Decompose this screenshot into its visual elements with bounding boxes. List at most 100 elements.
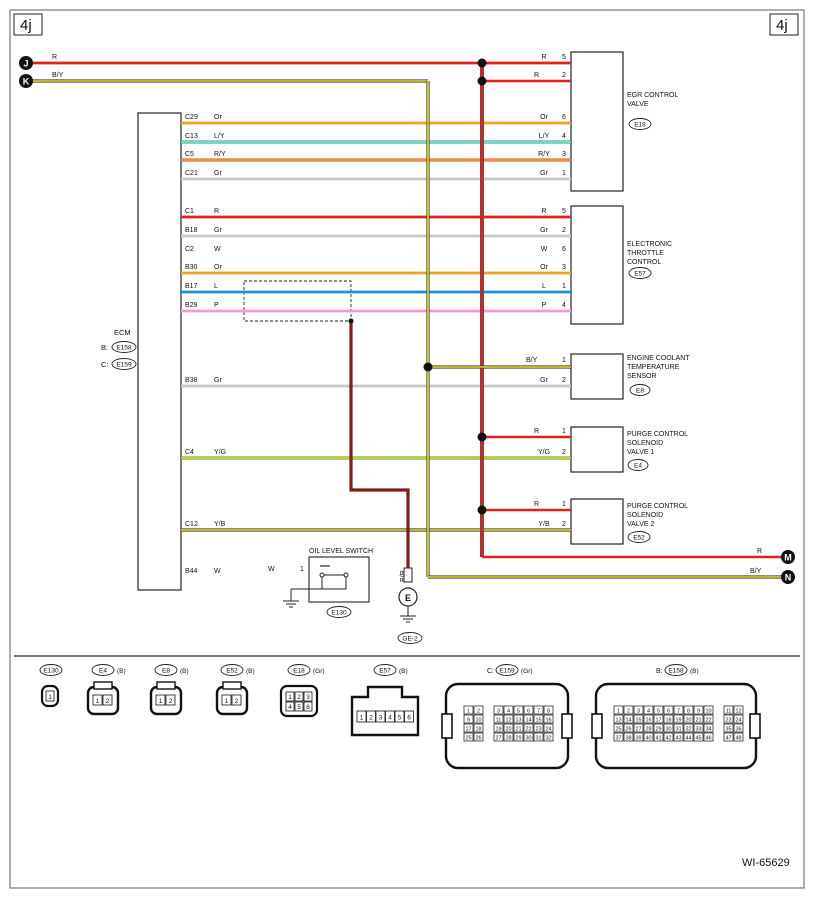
svg-text:22: 22 <box>705 718 711 724</box>
wire-c13-right-color: L/Y <box>539 133 550 140</box>
svg-text:4: 4 <box>647 709 650 715</box>
svg-text:21: 21 <box>515 727 521 733</box>
svg-text:48: 48 <box>735 736 741 742</box>
wire-c21-right-pin: 1 <box>562 170 566 177</box>
svg-text:3: 3 <box>379 715 383 722</box>
svg-text:17: 17 <box>655 718 661 724</box>
wire-c5-pin: C5 <box>185 151 194 158</box>
diagram-code: WI-65629 <box>742 857 790 869</box>
svg-text:8: 8 <box>687 709 690 715</box>
svg-text:8: 8 <box>547 709 550 715</box>
svg-text:(B): (B) <box>246 668 255 675</box>
wire-c21-color: Gr <box>214 170 222 177</box>
svg-text:31: 31 <box>675 727 681 733</box>
wire-c29-color: Or <box>214 114 222 121</box>
svg-text:39: 39 <box>635 736 641 742</box>
svg-text:42: 42 <box>665 736 671 742</box>
svg-text:35: 35 <box>725 727 731 733</box>
wire-b29-pin: B29 <box>185 302 198 309</box>
terminal-n: N <box>781 570 795 584</box>
wire-c4-right-pin: 2 <box>562 449 566 456</box>
egr-control-valve-box <box>570 51 624 192</box>
svg-text:E8: E8 <box>636 388 644 395</box>
svg-text:(Gr): (Gr) <box>313 668 325 675</box>
svg-text:3: 3 <box>306 694 310 701</box>
svg-text:10: 10 <box>475 718 481 724</box>
svg-text:1: 1 <box>562 357 566 364</box>
svg-text:5: 5 <box>398 715 402 722</box>
svg-text:SENSOR: SENSOR <box>627 373 657 380</box>
wire-r-right-pin: 5 <box>562 54 566 61</box>
svg-text:16: 16 <box>645 718 651 724</box>
ecm-conn-b-label: E158 <box>116 345 132 352</box>
svg-text:2: 2 <box>106 698 110 705</box>
svg-text:16: 16 <box>545 718 551 724</box>
ecm-conn-b-prefix: B: <box>101 343 108 352</box>
wire-b17-right-color: L <box>542 283 546 290</box>
corner-label-right: 4j <box>769 13 799 36</box>
terminal-m: M <box>781 550 795 564</box>
wire-r-right-color: R <box>541 54 546 61</box>
svg-text:E158: E158 <box>668 668 684 675</box>
svg-text:6: 6 <box>527 709 530 715</box>
coolant-temp-sensor-box <box>570 353 624 400</box>
wire-c5-right-color: R/Y <box>538 151 550 158</box>
wire-c12-color: Y/B <box>214 521 226 528</box>
terminal-k: K <box>19 74 33 88</box>
connector-e57-header: E57(B) <box>373 664 408 676</box>
purge-valve-1-name: PURGE CONTROL SOLENOID VALVE 1 E4 <box>627 431 688 471</box>
wire-b29-right-pin: 4 <box>562 302 566 309</box>
wire-b44-color: W <box>214 568 221 575</box>
wire-b38-pin: B38 <box>185 377 198 384</box>
svg-text:14: 14 <box>625 718 631 724</box>
svg-text:1: 1 <box>48 694 52 701</box>
svg-text:3: 3 <box>497 709 500 715</box>
terminal-j: J <box>19 56 33 70</box>
svg-text:VALVE 2: VALVE 2 <box>627 521 654 528</box>
svg-text:(B): (B) <box>399 668 408 675</box>
svg-text:17: 17 <box>465 727 471 733</box>
svg-text:6: 6 <box>667 709 670 715</box>
wire-b18-color: Gr <box>214 227 222 234</box>
svg-text:5: 5 <box>297 704 301 711</box>
svg-text:9: 9 <box>697 709 700 715</box>
wire-b17-color: L <box>214 283 218 290</box>
svg-text:E4: E4 <box>99 668 107 675</box>
wire-c1-pin: C1 <box>185 208 194 215</box>
svg-text:C:: C: <box>487 668 494 675</box>
wire-b18-right-pin: 2 <box>562 227 566 234</box>
svg-text:40: 40 <box>645 736 651 742</box>
svg-text:2: 2 <box>477 709 480 715</box>
svg-text:44: 44 <box>685 736 691 742</box>
svg-text:(Gr): (Gr) <box>521 668 533 675</box>
svg-text:E159: E159 <box>499 668 515 675</box>
svg-text:22: 22 <box>525 727 531 733</box>
svg-text:47: 47 <box>725 736 731 742</box>
wire-c29-pin: C29 <box>185 114 198 121</box>
svg-text:ENGINE COOLANT: ENGINE COOLANT <box>627 355 690 362</box>
svg-text:38: 38 <box>625 736 631 742</box>
svg-text:VALVE 1: VALVE 1 <box>627 449 654 456</box>
svg-text:N: N <box>785 573 792 583</box>
wire-c5-right-pin: 3 <box>562 151 566 158</box>
svg-text:W: W <box>268 566 275 573</box>
wire-c2-pin: C2 <box>185 246 194 253</box>
svg-text:26: 26 <box>475 736 481 742</box>
svg-text:TEMPERATURE: TEMPERATURE <box>627 364 680 371</box>
svg-text:1: 1 <box>617 709 620 715</box>
wire-by: B/Y <box>26 72 428 83</box>
wire-b30-right-color: Or <box>540 264 548 271</box>
svg-text:E: E <box>405 593 411 603</box>
wire-b30-color: Or <box>214 264 222 271</box>
svg-text:15: 15 <box>535 718 541 724</box>
svg-text:EGR CONTROL: EGR CONTROL <box>627 92 678 99</box>
wire-c29-right-color: Or <box>540 114 548 121</box>
svg-text:2: 2 <box>169 698 173 705</box>
